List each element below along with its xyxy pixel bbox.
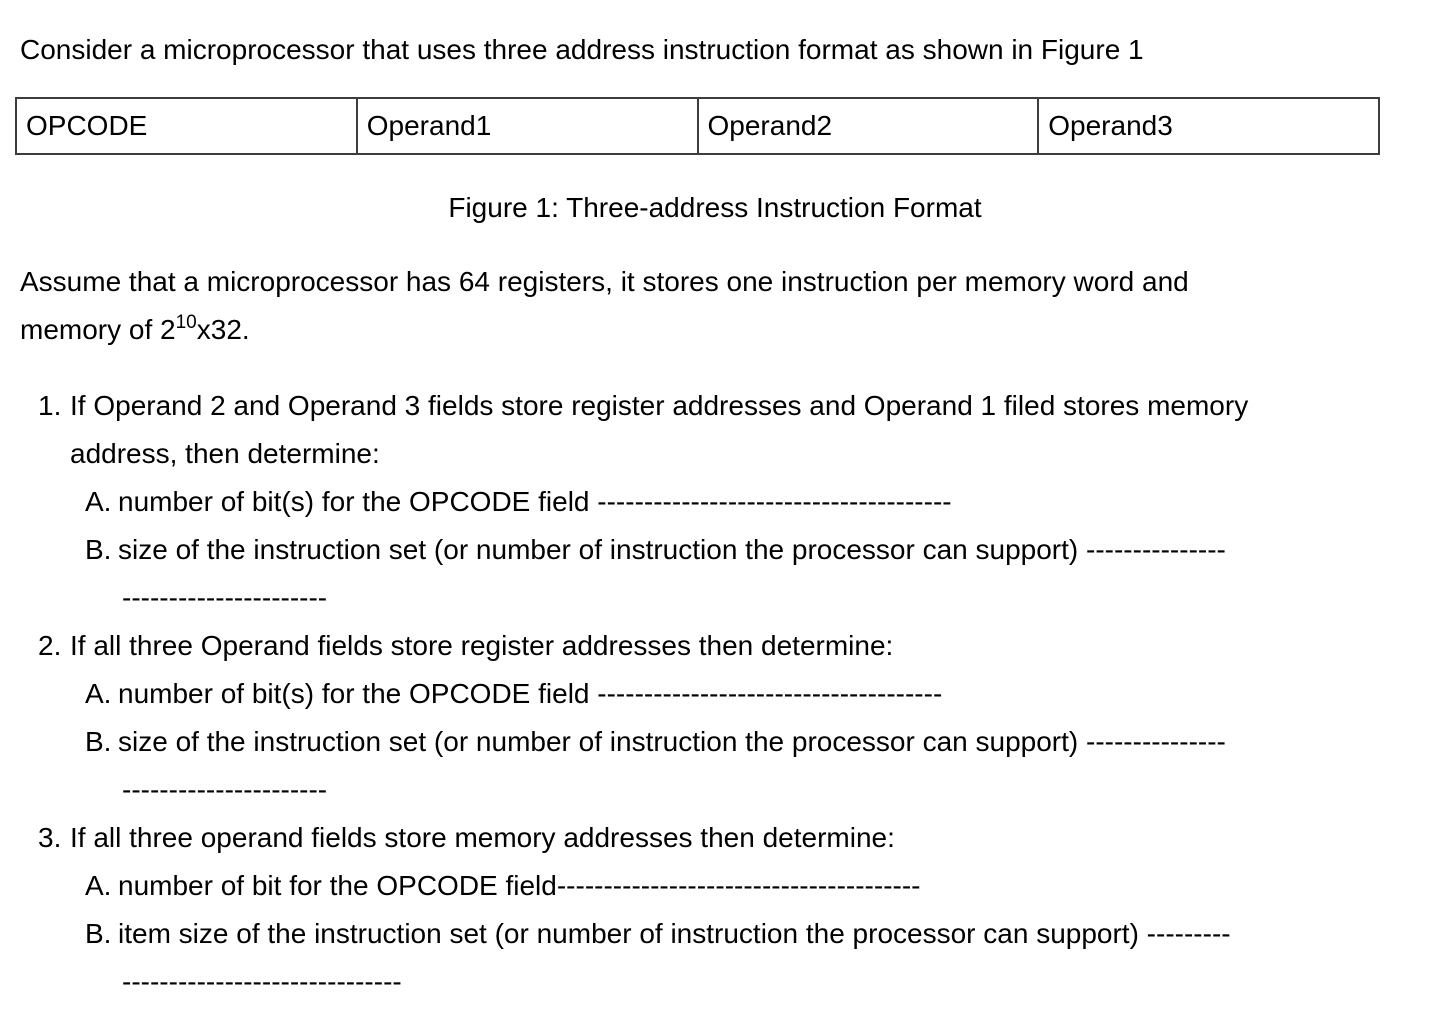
question-1-item-b: B.size of the instruction set (or number… — [0, 526, 1430, 574]
question-1: 1. If Operand 2 and Operand 3 fields stor… — [0, 382, 1430, 430]
question-1-item-a-label: A. — [85, 486, 112, 517]
figure-caption: Figure 1: Three-address Instruction Form… — [448, 192, 982, 223]
table-cell-opcode: OPCODE — [15, 97, 358, 155]
question-2-number: 2. — [38, 630, 62, 661]
question-1-item-b-text: size of the instruction set (or number o… — [118, 534, 1226, 565]
question-2-item-a: A.number of bit(s) for the OPCODE field … — [0, 670, 1430, 718]
table-cell-operand1: Operand1 — [355, 97, 699, 155]
exponent-superscript: 10 — [175, 312, 197, 333]
question-2-text: If all three Operand fields store regist… — [70, 630, 894, 661]
question-3-number: 3. — [38, 822, 62, 853]
question-1-item-a: A.number of bit(s) for the OPCODE field … — [0, 478, 1430, 526]
question-2-item-b: B.size of the instruction set (or number… — [0, 718, 1430, 766]
assumption-line-2-text: memory of 2 — [20, 314, 176, 345]
question-3-item-b: B.item size of the instruction set (or n… — [0, 910, 1430, 958]
question-3-item-b-text: item size of the instruction set (or num… — [118, 918, 1231, 949]
question-3-text: If all three operand fields store memory… — [70, 822, 895, 853]
intro-text: Consider a microprocessor that uses thre… — [20, 34, 1144, 65]
table-cell-operand2: Operand2 — [696, 97, 1040, 155]
question-2-item-b-dashes: ---------------------- — [122, 774, 328, 805]
question-1-item-a-text: number of bit(s) for the OPCODE field --… — [118, 486, 952, 517]
question-1-item-b-dashes: ---------------------- — [122, 582, 328, 613]
question-2-item-b-label: B. — [85, 726, 112, 757]
instruction-format-row: OPCODE Operand1 Operand2 Operand3 — [15, 97, 1380, 155]
question-3-item-b-label: B. — [85, 918, 112, 949]
question-3-item-a-text: number of bit for the OPCODE field------… — [118, 870, 921, 901]
assumption-line-1: Assume that a microprocessor has 64 regi… — [20, 266, 1189, 297]
assumption-line-2: memory of 210x32. — [20, 306, 1430, 358]
question-2-item-a-label: A. — [85, 678, 112, 709]
assumption-paragraph: Assume that a microprocessor has 64 regi… — [0, 258, 1430, 358]
question-3-item-a: A.number of bit for the OPCODE field----… — [0, 862, 1430, 910]
question-2: 2. If all three Operand fields store regi… — [0, 622, 1430, 670]
question-3: 3. If all three operand fields store memo… — [0, 814, 1430, 862]
question-2-item-b-text: size of the instruction set (or number o… — [118, 726, 1226, 757]
question-1-number: 1. — [38, 390, 62, 421]
question-2-item-a-text: number of bit(s) for the OPCODE field --… — [118, 678, 943, 709]
question-1-item-b-label: B. — [85, 534, 112, 565]
question-1-text: If Operand 2 and Operand 3 fields store … — [70, 390, 1249, 421]
question-3-item-a-label: A. — [85, 870, 112, 901]
question-1-text-wrap: address, then determine: — [70, 438, 380, 469]
question-3-item-b-dashes: ------------------------------ — [122, 966, 402, 997]
question-list: 1. If Operand 2 and Operand 3 fields stor… — [0, 382, 1430, 1006]
assumption-line-2-tail: x32. — [196, 314, 250, 345]
instruction-format-table: OPCODE Operand1 Operand2 Operand3 — [15, 97, 1380, 155]
table-cell-operand3: Operand3 — [1037, 97, 1380, 155]
